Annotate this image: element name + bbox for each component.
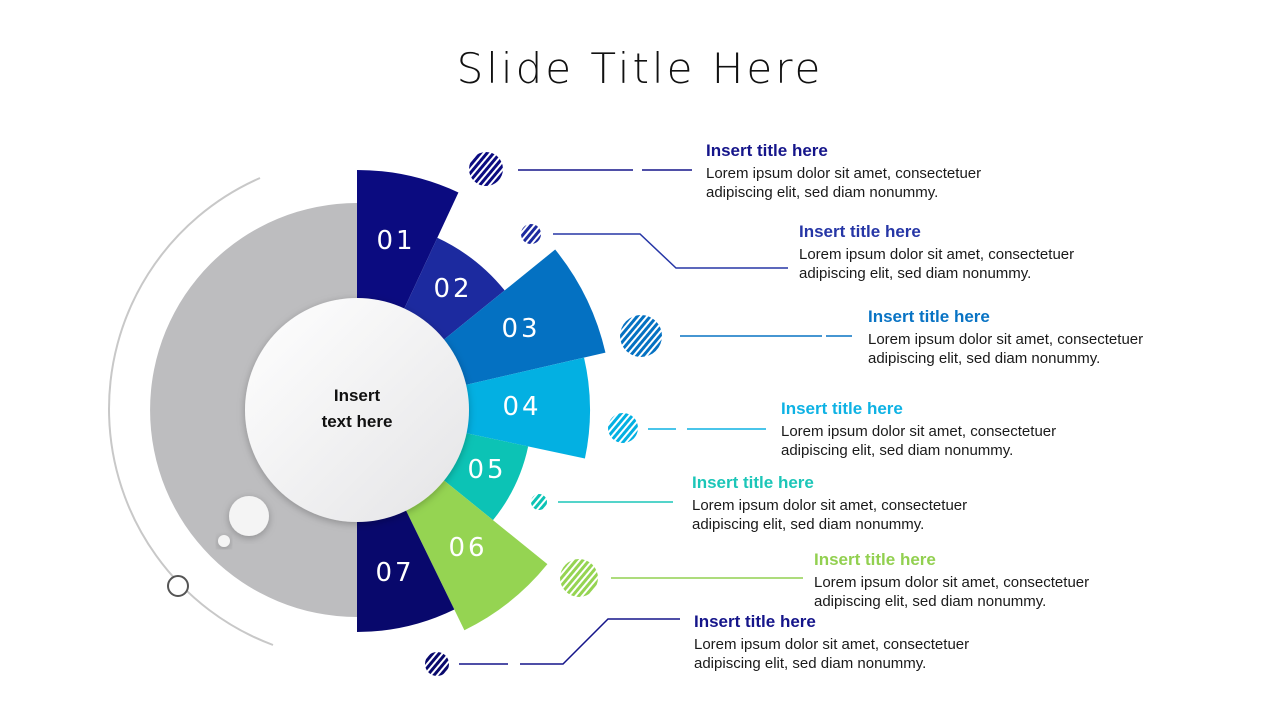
hatched-circle-icon: [521, 224, 541, 244]
segment-number: 05: [467, 455, 507, 485]
block-title: Insert title here: [781, 399, 903, 418]
connector-line: [553, 233, 788, 269]
hatched-circle-icon: [560, 559, 598, 597]
hatched-circle-icon: [608, 413, 638, 443]
hatched-circle-icon: [469, 152, 503, 186]
slide-title: Slide Title Here: [456, 44, 824, 93]
block-title: Insert title here: [814, 550, 936, 569]
decor-bubble-small: [218, 535, 230, 547]
center-text-line-2: text here: [321, 412, 393, 431]
block-title: Insert title here: [692, 473, 814, 492]
block-body: Lorem ipsum dolor sit amet, consectetuer…: [692, 497, 968, 533]
outer-arc: [108, 177, 274, 646]
block-body: Lorem ipsum dolor sit amet, consectetuer…: [781, 423, 1057, 459]
segment-number: 04: [502, 392, 542, 422]
block-body: Lorem ipsum dolor sit amet, consectetuer…: [694, 636, 970, 672]
segment-number: 06: [448, 533, 488, 563]
block-title: Insert title here: [868, 307, 990, 326]
block-body: Lorem ipsum dolor sit amet, consectetuer…: [706, 165, 982, 201]
center-text-line-1: Insert: [333, 386, 381, 405]
block-body: Lorem ipsum dolor sit amet, consectetuer…: [814, 574, 1090, 610]
block-title: Insert title here: [706, 141, 828, 160]
decor-ring: [167, 575, 189, 597]
segment-04: [357, 357, 590, 459]
decor-bubble-large: [229, 496, 269, 536]
center-text: Insert text here: [290, 383, 424, 435]
segment-number: 07: [375, 558, 415, 588]
hatched-circle-icon: [620, 315, 662, 357]
block-body: Lorem ipsum dolor sit amet, consectetuer…: [799, 246, 1075, 282]
connector-line: [520, 618, 680, 665]
inner-circle: [245, 298, 469, 522]
segment-number: 02: [433, 274, 473, 304]
block-title: Insert title here: [799, 222, 921, 241]
hatched-circle-icon: [425, 652, 449, 676]
segment-number: 03: [501, 314, 541, 344]
segment-number: 01: [376, 226, 416, 256]
block-body: Lorem ipsum dolor sit amet, consectetuer…: [868, 331, 1144, 367]
block-title: Insert title here: [694, 612, 816, 631]
hatched-circle-icon: [531, 494, 547, 510]
